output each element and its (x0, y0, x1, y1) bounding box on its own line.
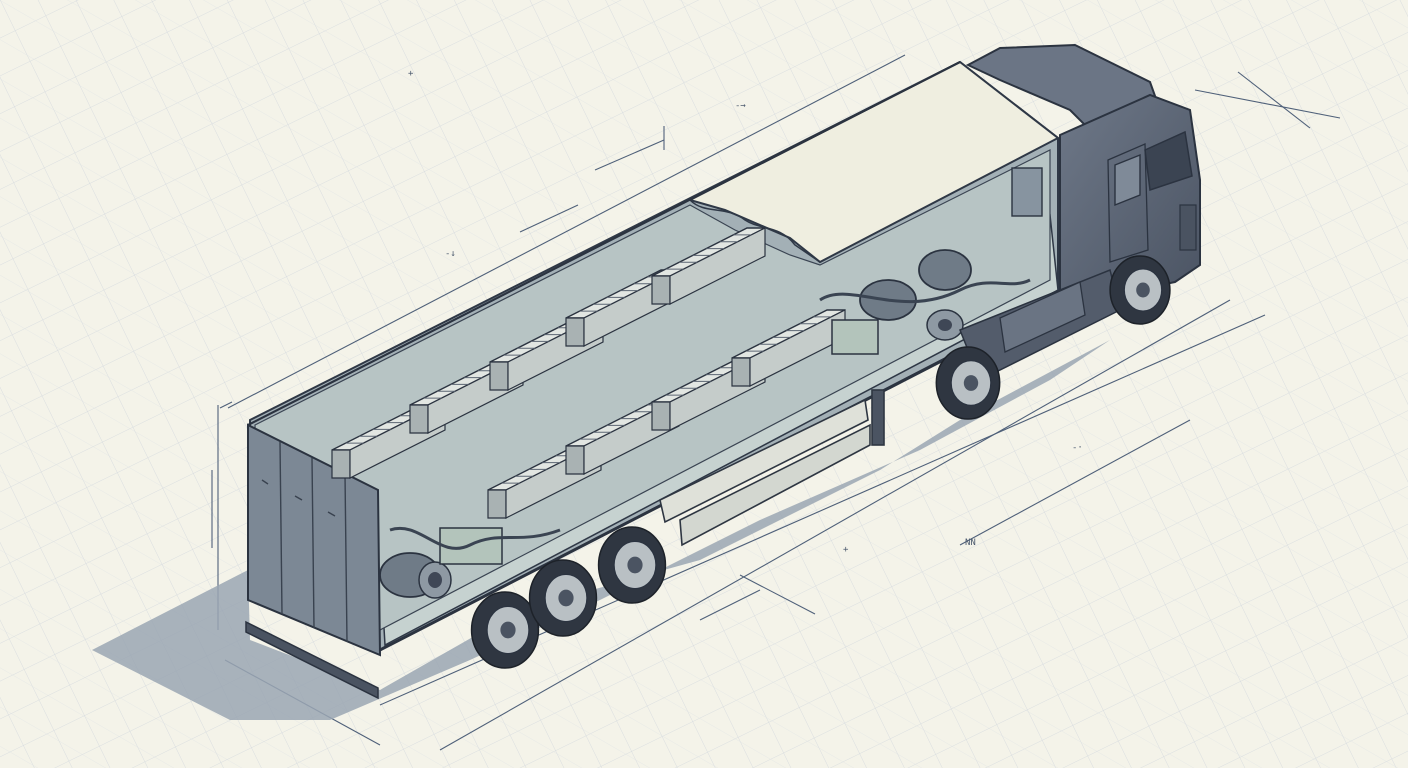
rear-door-details (261, 441, 348, 643)
fuel-tank (999, 281, 1086, 353)
wheel-icon (597, 526, 667, 604)
wheel-icon (528, 559, 598, 637)
ground-shadow (92, 340, 1110, 720)
truck-cab (959, 43, 1201, 382)
cab-windshield (1144, 130, 1193, 192)
annotation-label: -↓ (445, 249, 456, 259)
battery-module-icon (651, 227, 766, 305)
battery-pack (331, 227, 846, 519)
wheel-icon (935, 346, 1001, 420)
dimension-annotations: + -→ -↓ -· NN + (408, 69, 1083, 555)
annotation-label: -→ (735, 101, 746, 111)
cab-door (1107, 143, 1149, 263)
electric-motor-icon (819, 249, 1031, 355)
annotation-label: + (843, 545, 849, 555)
drive-units (379, 167, 1043, 599)
cab-side-window (1114, 153, 1141, 207)
trailer-chassis (659, 389, 885, 547)
cutaway-edge (689, 199, 821, 263)
rear-bumper (245, 620, 379, 700)
annotation-label: + (408, 69, 414, 79)
wheels (470, 255, 1171, 669)
wheel-icon (1109, 255, 1171, 325)
electric-motor-icon (379, 526, 561, 599)
cab-grille (1179, 204, 1197, 251)
control-box (1011, 167, 1043, 217)
trailer (245, 60, 1061, 700)
annotation-label: NN (965, 538, 976, 548)
wheel-icon (470, 591, 540, 669)
trailer-top-edge (247, 61, 961, 426)
battery-module-icon (731, 309, 846, 387)
annotation-label: -· (1072, 443, 1083, 453)
